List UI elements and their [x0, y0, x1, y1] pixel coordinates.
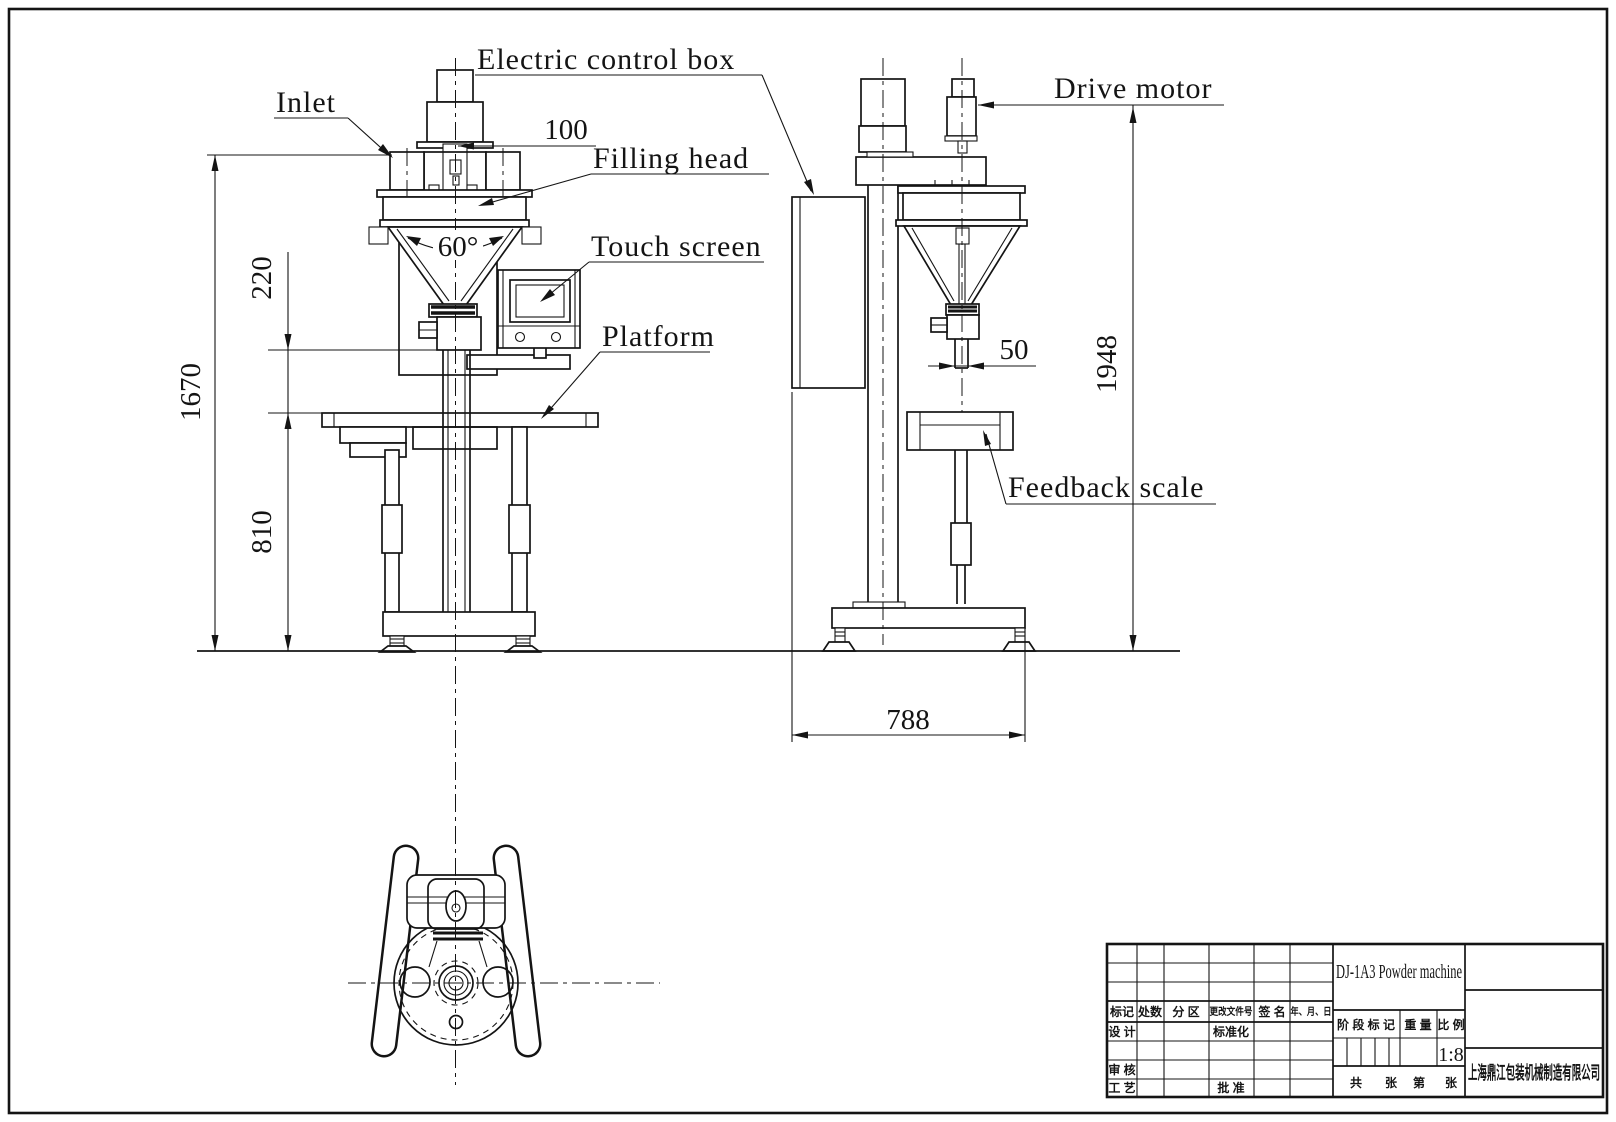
- tb-rev-date: 年、月、日: [1291, 1005, 1332, 1018]
- tb-process: 工 艺: [1108, 1080, 1135, 1095]
- label-feedback-scale: Feedback scale: [1008, 471, 1204, 504]
- tb-check: 审 核: [1108, 1062, 1135, 1077]
- leader-filling-head: [481, 173, 592, 206]
- tb-sheet-no: 第: [1413, 1075, 1425, 1090]
- tb-rev-mark: 标记: [1109, 1004, 1134, 1019]
- dim-220: 220: [246, 256, 278, 300]
- tb-weight: 重 量: [1404, 1017, 1431, 1032]
- tb-rev-count: 处数: [1137, 1004, 1163, 1019]
- label-inlet: Inlet: [276, 86, 336, 119]
- label-drive-motor: Drive motor: [1054, 72, 1212, 105]
- tb-stage-mark: 阶 段 标 记: [1337, 1017, 1395, 1032]
- title-block: 标记 处数 分 区 更改文件号 签 名 年、月、日 设 计 标准化 审 核 工 …: [1105, 942, 1605, 1099]
- tb-design: 设 计: [1108, 1024, 1135, 1039]
- tb-sheet-zhang2: 张: [1445, 1075, 1458, 1090]
- dimensions: 1670 220 810 100 50 1948 788 60: [175, 105, 1137, 742]
- tb-standard: 标准化: [1212, 1024, 1249, 1039]
- tb-scale-value: 1:8: [1438, 1044, 1464, 1066]
- platform-front: [321, 412, 599, 428]
- dim-100: 100: [544, 114, 588, 146]
- tb-title: DJ-1A3 Powder machine: [1336, 961, 1462, 983]
- drive-motor-side: [944, 78, 978, 154]
- dim-810: 810: [246, 510, 278, 554]
- labels: Inlet Electric control box Filling head …: [274, 43, 1224, 505]
- dim-50: 50: [1000, 334, 1029, 366]
- tb-scale-label: 比 例: [1437, 1017, 1464, 1032]
- front-view: [321, 69, 599, 653]
- label-electric-control-box: Electric control box: [477, 43, 735, 76]
- electric-control-box: [791, 196, 866, 389]
- page-border: [7, 7, 1609, 1115]
- centerlines: [348, 58, 963, 1085]
- leader-platform: [544, 351, 601, 416]
- dim-1948: 1948: [1091, 335, 1123, 393]
- feedback-scale-side: [906, 411, 1014, 604]
- side-view: [791, 78, 1037, 652]
- leader-electric-control-box: [761, 74, 812, 192]
- tb-rev-zone: 分 区: [1172, 1004, 1199, 1019]
- dim-788: 788: [886, 704, 930, 736]
- leader-feedback-scale: [985, 433, 1007, 505]
- dim-60deg: 60°: [438, 231, 479, 263]
- filling-head-front: [376, 189, 533, 228]
- dim-1670: 1670: [175, 363, 207, 421]
- label-touch-screen: Touch screen: [591, 230, 762, 263]
- tb-rev-sign: 签 名: [1257, 1004, 1285, 1019]
- label-platform: Platform: [602, 320, 715, 353]
- tb-approve: 批 准: [1217, 1080, 1244, 1095]
- tb-sheet-total: 共: [1350, 1075, 1362, 1090]
- touch-screen-panel: [497, 269, 581, 349]
- label-filling-head: Filling head: [593, 142, 749, 175]
- tb-company: 上海鼎江包装机械制造有限公司: [1468, 1062, 1600, 1083]
- top-view: [370, 844, 542, 1058]
- tb-sheet-zhang: 张: [1385, 1075, 1398, 1090]
- tb-rev-docno: 更改文件号: [1210, 1005, 1253, 1018]
